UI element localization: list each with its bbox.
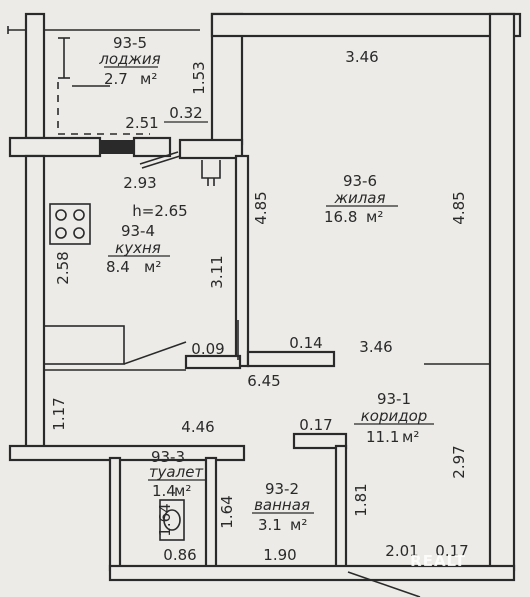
loggia-left-wall (24, 12, 46, 140)
room-unit-living: м² (366, 208, 383, 226)
room-area-wc: 1.4 (152, 482, 176, 500)
room-unit-corridor: м² (402, 428, 419, 446)
kitchen-door-swing (123, 341, 187, 365)
dim-kitchen-partition: 0.09 (191, 340, 224, 358)
dim-loggia-height: 1.53 (190, 61, 208, 94)
dim-entry-width: 2.01 (385, 542, 418, 560)
room-unit-wc: м² (174, 482, 191, 500)
kitchen-counter (43, 325, 125, 365)
loggia-door-frame (100, 140, 134, 154)
dim-kitchen-width: 2.93 (123, 174, 156, 192)
dim-loggia-width: 2.51 (125, 114, 158, 132)
dim-loggia-step: 0.32 (169, 104, 202, 122)
loggia-dashed-outline (57, 82, 150, 135)
right-exterior-wall (488, 12, 516, 572)
loggia-slab-left (8, 136, 102, 158)
room-id-corridor: 93-1 (377, 390, 411, 408)
dim-wc-width: 0.86 (163, 546, 196, 564)
dim-kitchen-right-depth: 3.11 (208, 255, 226, 288)
room-area-loggia: 2.7 (104, 70, 128, 88)
dim-bath-depth: 1.81 (352, 483, 370, 516)
room-unit-kitchen: м² (144, 258, 161, 276)
dim-room-left-depth: 4.85 (252, 191, 270, 224)
room-id-bath: 93-2 (265, 480, 299, 498)
room-id-loggia: 93-5 (113, 34, 147, 52)
room-top-wall (210, 12, 522, 38)
balcony-door-swing (141, 155, 181, 169)
room-name-kitchen: кухня (115, 239, 161, 257)
kitchen-top-wall (178, 138, 244, 160)
room-name-bath: ванная (254, 496, 310, 514)
room-area-living: 16.8 (324, 208, 357, 226)
bath-top-stub (292, 432, 348, 450)
dim-wc-depth-right: 1.64 (218, 495, 236, 528)
dim-room-partition: 0.14 (289, 334, 322, 352)
toilet-icon (159, 499, 185, 541)
room-id-kitchen: 93-4 (121, 222, 155, 240)
room-name-living: жилая (333, 189, 385, 207)
dim-wc-depth-left: 1.64 (156, 503, 174, 536)
dim-room-bottom-width: 3.46 (359, 338, 392, 356)
dim-room-right-depth: 4.85 (450, 191, 468, 224)
bath-right-wall (334, 444, 348, 572)
room-id-living: 93-6 (343, 172, 377, 190)
kitchen-room-partition (234, 154, 250, 368)
wc-left-wall (108, 456, 122, 572)
loggia-slab-right (132, 136, 172, 158)
ceiling-height: h=2.65 (132, 202, 187, 220)
bottom-wall (108, 564, 516, 582)
room-area-bath: 3.1 (258, 516, 282, 534)
kitchen-partition-base (184, 354, 242, 370)
dim-room-top-width: 3.46 (345, 48, 378, 66)
dim-corridor-left-depth: 1.17 (50, 397, 68, 430)
watermark: REALT (410, 552, 466, 570)
room-area-kitchen: 8.4 (106, 258, 130, 276)
dim-bath-partition: 0.17 (299, 416, 332, 434)
room-partition-base (246, 350, 336, 368)
dim-bath-width: 1.90 (263, 546, 296, 564)
room-area-corridor: 11.1 (366, 428, 399, 446)
room-unit-loggia: м² (140, 70, 157, 88)
radiator (201, 160, 221, 179)
wc-bath-partition (204, 456, 218, 572)
dim-corridor-right-depth: 2.97 (450, 445, 468, 478)
room-id-wc: 93-3 (151, 448, 185, 466)
dim-kitchen-left-depth: 2.58 (54, 251, 72, 284)
dim-corridor-mid-width: 4.46 (181, 418, 214, 436)
room-name-corridor: коридор (361, 407, 428, 425)
room-name-loggia: лоджия (98, 50, 160, 68)
room-unit-bath: м² (290, 516, 307, 534)
room-name-wc: туалет (149, 463, 205, 481)
dim-entry-partition: 0.17 (435, 542, 468, 560)
entry-door-swing (347, 571, 421, 597)
stove-icon (49, 203, 91, 245)
corridor-bottom-wall (8, 444, 246, 462)
kitchen-left-wall (24, 154, 46, 452)
dim-corridor-width: 6.45 (247, 372, 280, 390)
